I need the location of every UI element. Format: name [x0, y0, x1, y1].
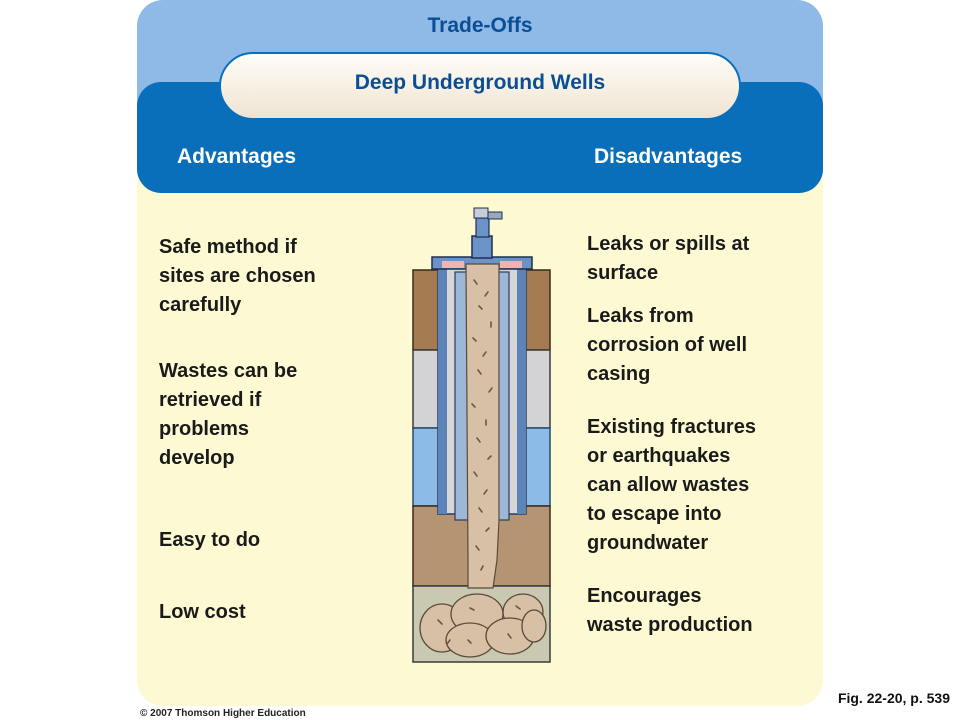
advantage-item: Wastes can be retrieved if problems deve… [159, 360, 298, 469]
casing-wall-right [517, 268, 526, 514]
valve-stem [475, 217, 490, 238]
disadvantage-item: Leaks or spills at surface [587, 233, 750, 284]
disadvantage-item: Leaks from corrosion of well casing [587, 305, 748, 385]
casing-wall-left [438, 268, 447, 514]
subtitle-pill [219, 52, 741, 120]
disadvantages-header: Disadvantages [594, 145, 743, 168]
disadvantage-item: Existing fractures or earthquakes can al… [587, 416, 756, 554]
figure-caption: Fig. 22-20, p. 539 [837, 690, 950, 706]
copyright-notice: © 2007 Thomson Higher Education [140, 708, 306, 719]
trade-offs-card: Trade-Offs Deep Underground Wells Advant… [137, 0, 823, 706]
disadvantage-item: Encourages waste production [587, 585, 753, 636]
wellhead-pipe [471, 235, 493, 259]
advantages-header: Advantages [177, 145, 297, 168]
waste-plume [419, 593, 547, 658]
subtitle: Deep Underground Wells [354, 71, 606, 94]
waste-column [465, 263, 500, 589]
page-title: Trade-Offs [427, 14, 533, 37]
seal-right [500, 261, 522, 268]
valve-icon [473, 207, 489, 219]
advantage-item: Low cost [159, 601, 246, 623]
advantage-item: Safe method if sites are chosen carefull… [159, 236, 316, 316]
valve-spout [487, 211, 503, 220]
advantage-item: Easy to do [159, 529, 261, 551]
waste-texture [437, 279, 521, 645]
seal-left [442, 261, 464, 268]
